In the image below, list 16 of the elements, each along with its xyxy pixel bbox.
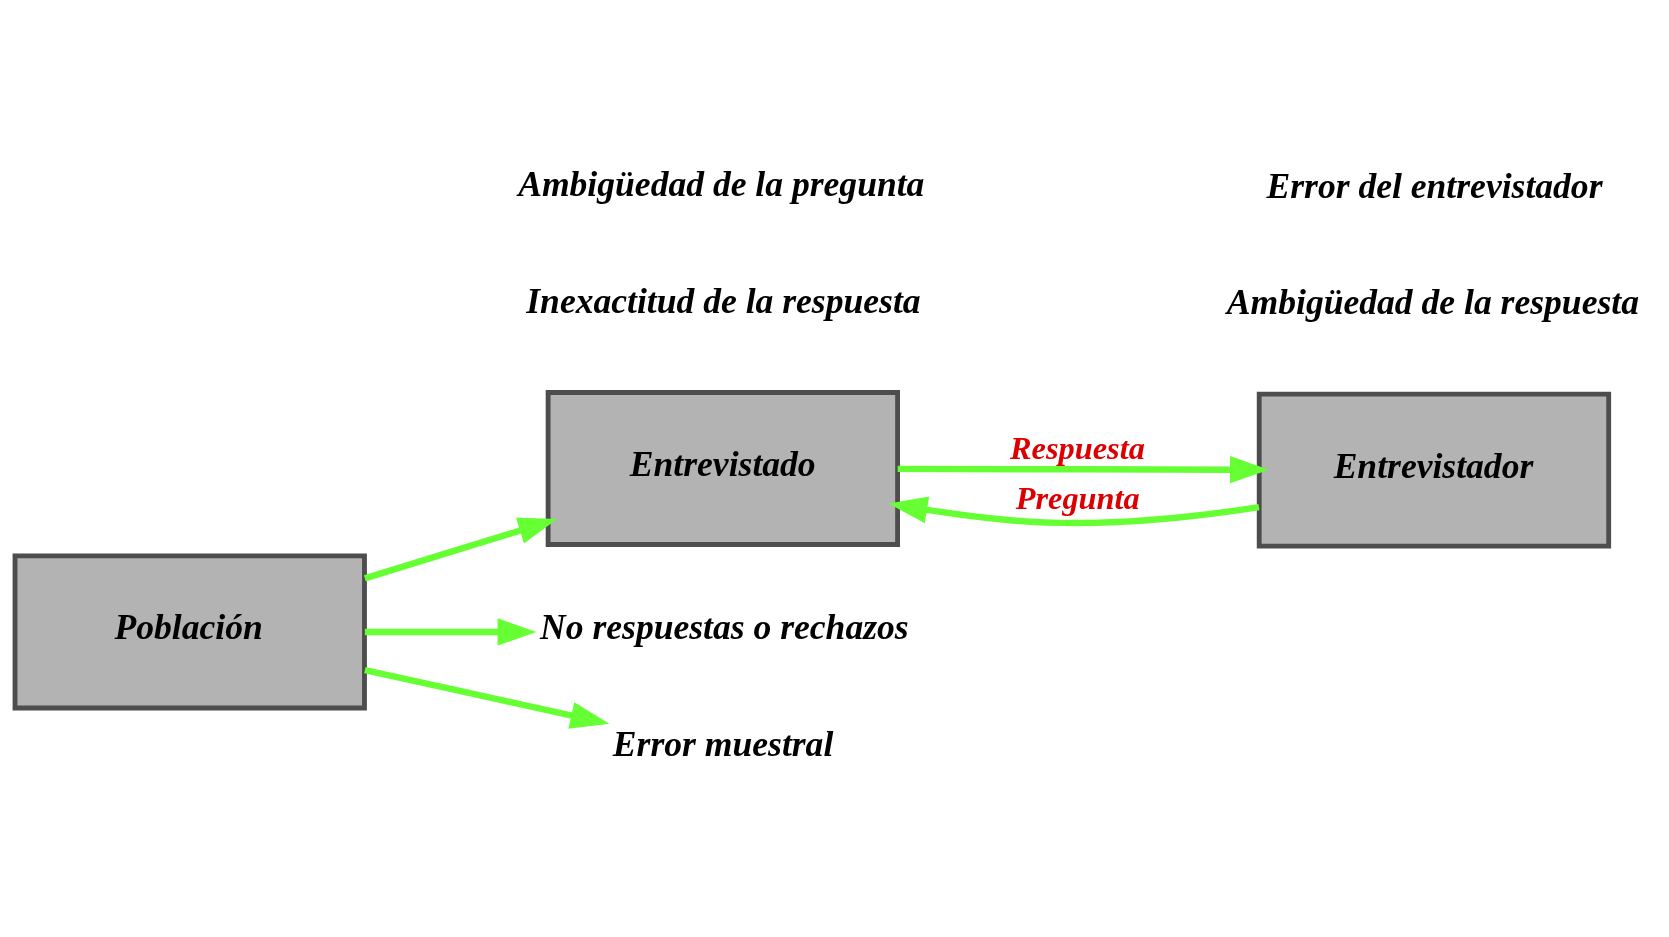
node-box: Entrevistado xyxy=(545,390,901,547)
node-text: Error muestral xyxy=(612,723,834,764)
arrow xyxy=(363,517,558,582)
label: Inexactitud de la respuesta xyxy=(526,280,921,321)
arrow xyxy=(888,496,1260,527)
label: Ambigüedad de la respuesta xyxy=(1226,282,1639,323)
label: Error del entrevistador xyxy=(1266,165,1603,206)
edge-label: Pregunta xyxy=(1015,479,1140,516)
node-box: Entrevistador xyxy=(1256,391,1612,549)
node-box: Población xyxy=(12,553,367,711)
arrow xyxy=(364,618,537,646)
arrow xyxy=(897,456,1269,484)
label: Ambigüedad de la pregunta xyxy=(518,164,925,205)
node-text: No respuestas o rechazos xyxy=(540,607,909,648)
edge-label: Respuesta xyxy=(1010,429,1145,466)
arrow xyxy=(364,666,610,729)
